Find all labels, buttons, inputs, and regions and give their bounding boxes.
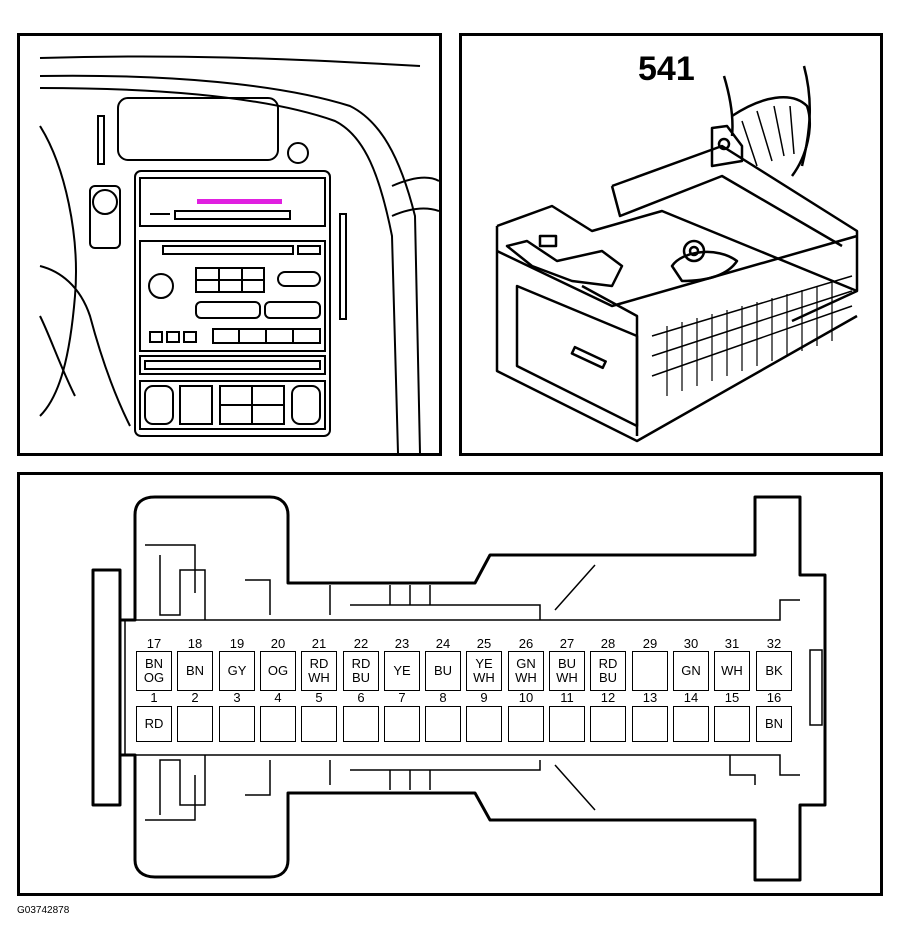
pin-number: 31 [724, 636, 740, 651]
pin-number: 12 [600, 690, 616, 705]
pin-cell: GN [673, 651, 709, 691]
pin-cell [343, 706, 379, 742]
pin-number: 20 [270, 636, 286, 651]
pin-cell [673, 706, 709, 742]
pin-number: 6 [357, 690, 365, 705]
pin-cell [714, 706, 750, 742]
pin-number: 29 [642, 636, 658, 651]
pin-number: 22 [353, 636, 369, 651]
pin-number: 28 [600, 636, 616, 651]
pin-cell [466, 706, 502, 742]
pin-number: 17 [146, 636, 162, 651]
pin-number: 2 [191, 690, 199, 705]
pin-number: 3 [233, 690, 241, 705]
pin-cell: RD WH [301, 651, 337, 691]
connector-perspective-illustration [495, 65, 859, 443]
pin-cell: RD [136, 706, 172, 742]
pin-cell: BN [177, 651, 213, 691]
pin-cell [549, 706, 585, 742]
pin-number: 26 [518, 636, 534, 651]
pin-number: 13 [642, 690, 658, 705]
pin-cell [590, 706, 626, 742]
pin-cell: GN WH [508, 651, 544, 691]
connector-face-outline [91, 495, 827, 882]
pin-number: 25 [476, 636, 492, 651]
pin-cell [219, 706, 255, 742]
highlighted-component [197, 199, 282, 204]
pin-cell: WH [714, 651, 750, 691]
pin-cell: BU WH [549, 651, 585, 691]
pin-number: 27 [559, 636, 575, 651]
pin-cell [508, 706, 544, 742]
dashboard-illustration [39, 55, 439, 453]
pin-cell [632, 651, 668, 691]
pin-cell [425, 706, 461, 742]
connector-callout-label: 541 [638, 50, 695, 88]
pin-cell: OG [260, 651, 296, 691]
pin-number: 1 [150, 690, 158, 705]
pin-number: 16 [766, 690, 782, 705]
pin-number: 11 [560, 690, 574, 705]
pin-number: 30 [683, 636, 699, 651]
pin-number: 24 [435, 636, 451, 651]
pin-number: 14 [683, 690, 699, 705]
connector-view-panel: 541 [459, 33, 883, 456]
pin-number: 23 [394, 636, 410, 651]
pin-number: 4 [274, 690, 282, 705]
pin-cell: GY [219, 651, 255, 691]
pin-number: 15 [724, 690, 740, 705]
pin-cell: BN [756, 706, 792, 742]
pin-cell [301, 706, 337, 742]
pin-number: 32 [766, 636, 782, 651]
pin-number: 8 [439, 690, 447, 705]
pin-cell: BU [425, 651, 461, 691]
pin-cell: BN OG [136, 651, 172, 691]
pin-cell: RD BU [590, 651, 626, 691]
pin-cell [177, 706, 213, 742]
pin-cell [384, 706, 420, 742]
location-view-panel [17, 33, 442, 456]
pin-number: 19 [229, 636, 245, 651]
pin-number: 7 [398, 690, 406, 705]
pin-cell: YE [384, 651, 420, 691]
pin-number: 18 [187, 636, 203, 651]
pin-number: 21 [311, 636, 327, 651]
pin-cell: RD BU [343, 651, 379, 691]
pin-cell: BK [756, 651, 792, 691]
pin-cell: YE WH [466, 651, 502, 691]
pin-number: 9 [480, 690, 488, 705]
pin-cell [632, 706, 668, 742]
figure-id-label: G03742878 [17, 905, 70, 916]
pin-cell [260, 706, 296, 742]
pin-number: 10 [518, 690, 534, 705]
pin-number: 5 [315, 690, 323, 705]
